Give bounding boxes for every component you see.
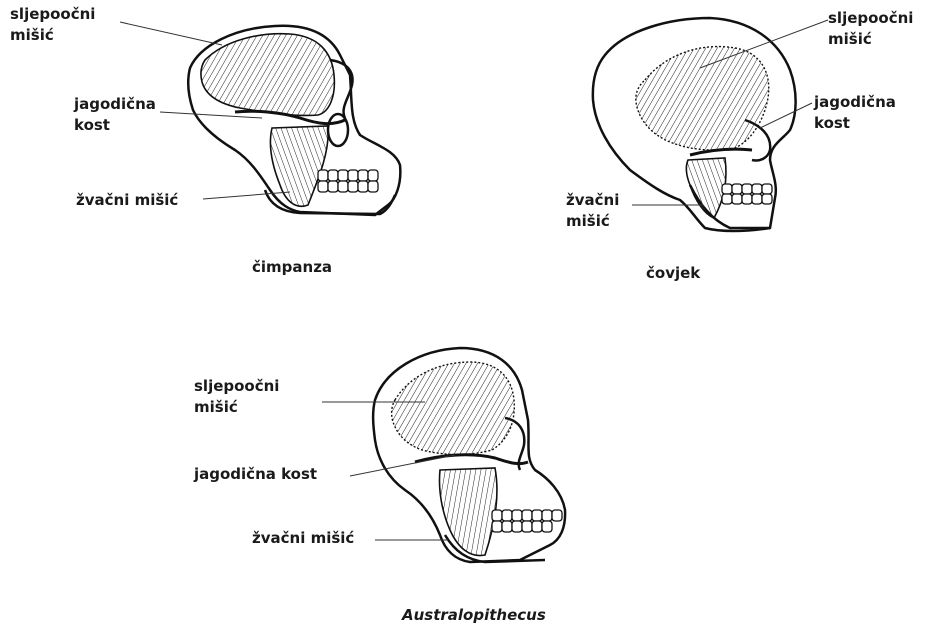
human-temporalis-label-line2: mišić xyxy=(828,29,913,50)
human-masseter-label: žvačni mišić xyxy=(566,190,619,232)
human-temporalis-label-line1: sljepoočni xyxy=(828,8,913,29)
human-zygomatic-label-line2: kost xyxy=(814,113,896,134)
chimp-temporalis-label: sljepoočni mišić xyxy=(10,4,95,46)
chimp-zygomatic-label: jagodična kost xyxy=(74,94,156,136)
human-masseter-label-line1: žvačni xyxy=(566,190,619,211)
chimp-temporalis-label-line1: sljepoočni xyxy=(10,4,95,25)
chimp-masseter-label: žvačni mišić xyxy=(76,190,178,211)
australopithecus-temporalis-label-line2: mišić xyxy=(194,397,279,418)
australopithecus-caption: Australopithecus xyxy=(402,606,546,624)
human-temporalis-label: sljepoočni mišić xyxy=(828,8,913,50)
chimp-zygomatic-label-line2: kost xyxy=(74,115,156,136)
chimp-caption: čimpanza xyxy=(252,258,332,276)
human-zygomatic-label-line1: jagodična xyxy=(814,92,896,113)
australopithecus-masseter-label: žvačni mišić xyxy=(252,528,354,549)
australopithecus-temporalis-label-line1: sljepoočni xyxy=(194,376,279,397)
human-masseter-label-line2: mišić xyxy=(566,211,619,232)
australopithecus-zygomatic-label: jagodična kost xyxy=(194,464,317,485)
chimp-temporalis-label-line2: mišić xyxy=(10,25,95,46)
human-teeth xyxy=(722,184,772,204)
chimp-zygomatic-label-line1: jagodična xyxy=(74,94,156,115)
human-zygomatic-label: jagodična kost xyxy=(814,92,896,134)
australopithecus-temporalis-label: sljepoočni mišić xyxy=(194,376,279,418)
human-caption: čovjek xyxy=(646,264,700,282)
